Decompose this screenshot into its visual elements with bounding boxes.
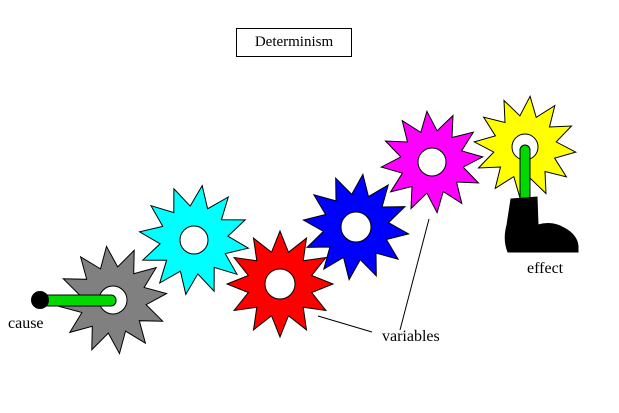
cause-dot — [31, 291, 49, 309]
diagram-title: Determinism — [254, 34, 334, 50]
gear-cyan-hole — [179, 225, 209, 255]
title-box: Determinism — [236, 28, 352, 57]
effect-label: effect — [527, 260, 564, 277]
gear-blue-hole — [340, 211, 372, 243]
gears-layer — [31, 94, 578, 355]
cause-label: cause — [8, 315, 44, 332]
boot-icon — [504, 196, 579, 253]
variables-label: variables — [382, 328, 440, 345]
gear-red-hole — [264, 268, 296, 300]
cause-rod — [39, 294, 117, 307]
variables-pointer-line-1 — [317, 315, 373, 333]
effect-rod — [519, 144, 531, 206]
variables-pointer-line-2 — [399, 218, 430, 331]
gear-magenta-hole — [417, 147, 447, 177]
